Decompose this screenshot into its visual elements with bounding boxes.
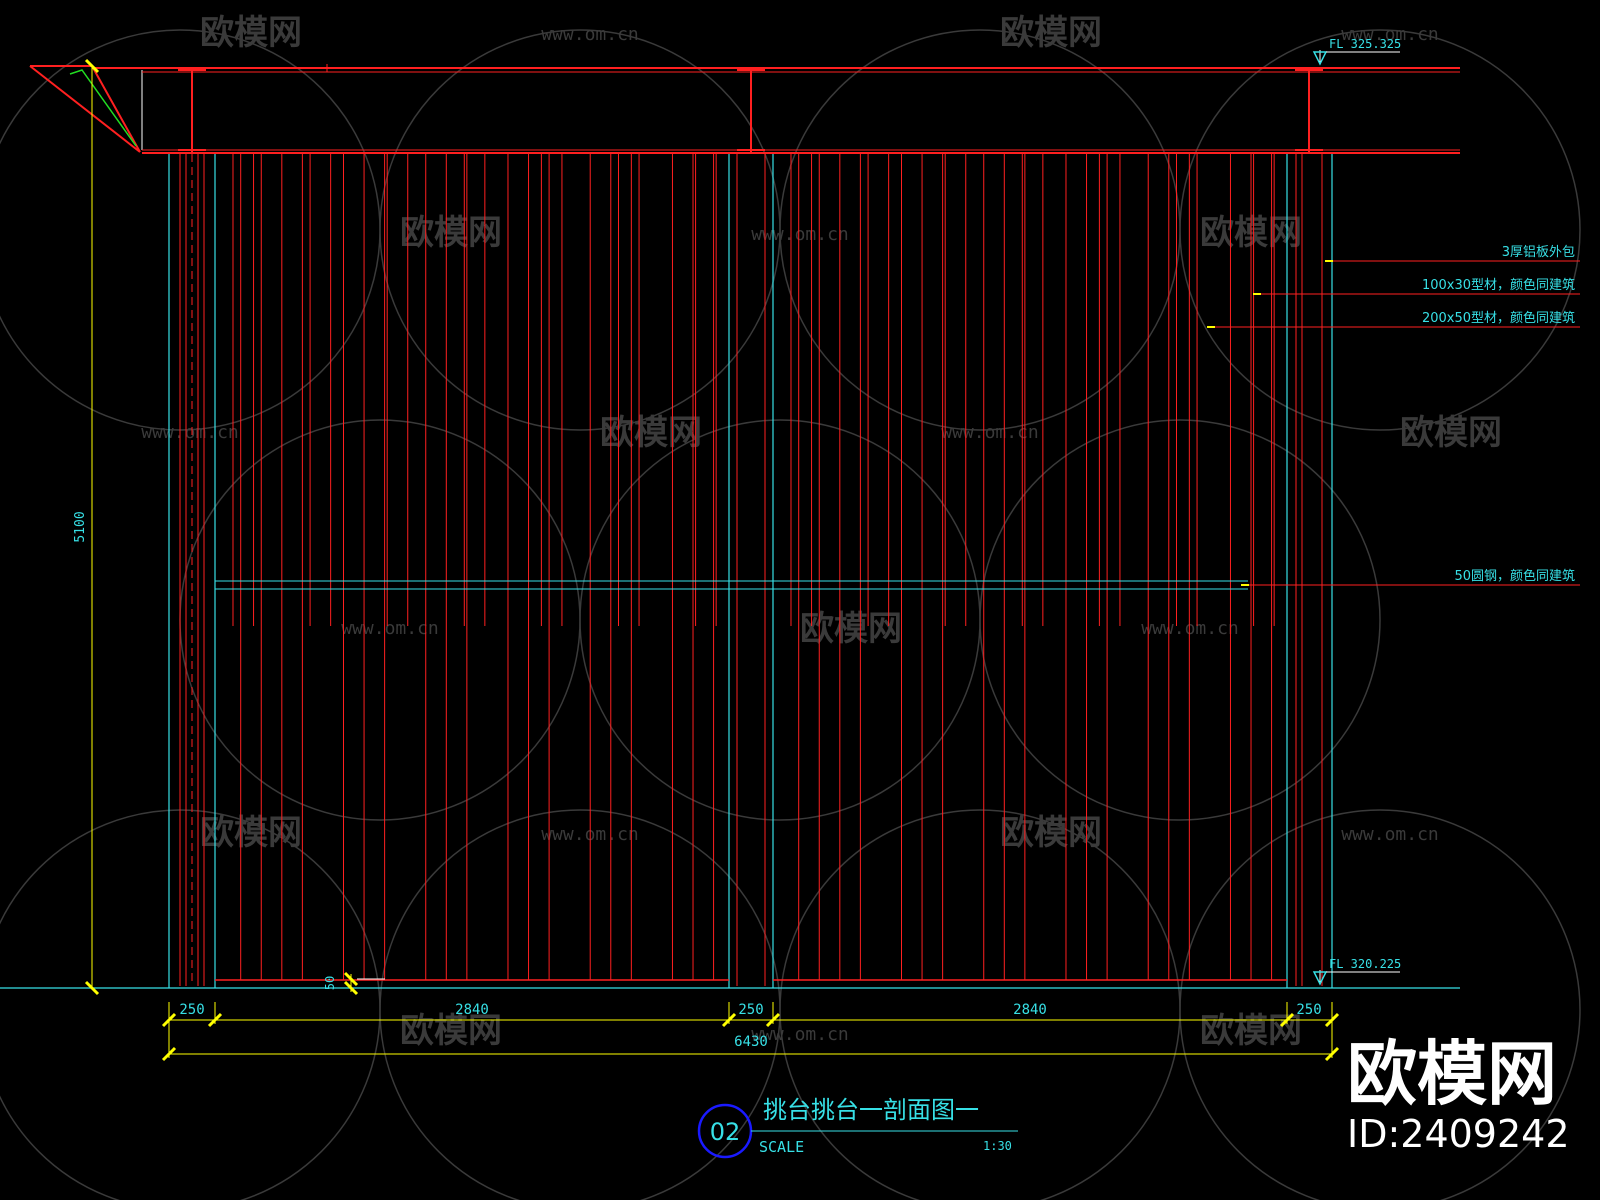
dim-segment-4: 2840 <box>1013 1002 1047 1018</box>
brand-overlay: 欧模网 ID:2409242 <box>1347 1033 1570 1156</box>
watermark-url: www.om.cn <box>141 422 239 443</box>
height-dimension: 5100 <box>73 58 100 996</box>
drawing-title: 挑台挑台一剖面图一 <box>763 1096 979 1124</box>
column-outlines <box>168 154 1333 988</box>
dim-segment-5: 250 <box>1296 1002 1321 1018</box>
leader-4: 50圆钢，颜色同建筑 <box>1241 568 1580 586</box>
level-bottom-label: FL 320.225 <box>1329 957 1401 971</box>
level-marker-bottom: FL 320.225 <box>1312 957 1401 986</box>
dim-segment-3: 250 <box>738 1002 763 1018</box>
vertical-slats <box>179 154 1323 986</box>
watermark-url: www.om.cn <box>1341 824 1439 845</box>
watermark-logo: 欧模网 <box>1000 13 1102 53</box>
drawing-number: 02 <box>710 1118 741 1146</box>
annotation-profile-200x50: 200x50型材，颜色同建筑 <box>1422 310 1575 326</box>
watermark-logo: 欧模网 <box>200 813 302 853</box>
brand-id-text: ID:2409242 <box>1347 1112 1570 1156</box>
watermark-url: www.om.cn <box>341 618 439 639</box>
watermark-url: www.om.cn <box>751 224 849 245</box>
watermark-layer: 欧模网欧模网欧模网欧模网欧模网欧模网欧模网欧模网欧模网欧模网欧模网www.om.… <box>0 13 1581 1200</box>
watermark-ring <box>979 419 1381 821</box>
watermark-ring <box>579 419 981 821</box>
gap-dimension: 50 <box>323 971 385 996</box>
watermark-logo: 欧模网 <box>1200 1011 1302 1051</box>
beam-post-left <box>178 68 206 152</box>
level-top-label: FL 325.325 <box>1329 37 1401 51</box>
watermark-logo: 欧模网 <box>1400 413 1502 453</box>
watermark-url: www.om.cn <box>1341 24 1439 45</box>
dim-segment-2: 2840 <box>455 1002 489 1018</box>
watermark-url: www.om.cn <box>941 422 1039 443</box>
round-steel-bar <box>215 580 1248 590</box>
gap-dimension-label: 50 <box>323 976 337 990</box>
watermark-ring <box>0 29 381 431</box>
dim-total: 6430 <box>734 1034 768 1050</box>
annotation-aluminum-cladding: 3厚铝板外包 <box>1502 245 1575 260</box>
top-beam <box>29 64 1460 154</box>
scale-value: 1:30 <box>983 1139 1012 1153</box>
leader-2: 100x30型材，颜色同建筑 <box>1253 277 1580 295</box>
annotation-round-steel: 50圆钢，颜色同建筑 <box>1454 568 1575 584</box>
watermark-logo: 欧模网 <box>600 413 702 453</box>
leader-3: 200x50型材，颜色同建筑 <box>1207 310 1580 328</box>
leader-1: 3厚铝板外包 <box>1325 245 1580 262</box>
watermark-ring <box>1179 29 1581 431</box>
watermark-ring <box>1179 809 1581 1200</box>
watermark-logo: 欧模网 <box>800 609 902 649</box>
watermark-logo: 欧模网 <box>400 213 502 253</box>
watermark-logo: 欧模网 <box>1000 813 1102 853</box>
level-marker-top: FL 325.325 <box>1312 37 1401 66</box>
dim-segment-1: 250 <box>179 1002 204 1018</box>
horizontal-dimensions: 250 2840 250 2840 250 6430 <box>161 1002 1340 1062</box>
beam-bevel-lower <box>29 65 141 153</box>
leader-annotations: 3厚铝板外包 100x30型材，颜色同建筑 200x50型材，颜色同建筑 50圆… <box>1207 245 1580 586</box>
scale-label: SCALE <box>759 1138 804 1156</box>
watermark-logo: 欧模网 <box>200 13 302 53</box>
watermark-url: www.om.cn <box>541 24 639 45</box>
watermark-url: www.om.cn <box>751 1024 849 1045</box>
brand-logo-text: 欧模网 <box>1347 1033 1557 1115</box>
beam-bevel-green <box>69 69 137 147</box>
beam-post-middle <box>737 68 765 152</box>
beam-post-right <box>1295 68 1323 152</box>
title-block: 02 挑台挑台一剖面图一 SCALE 1:30 <box>697 1096 1018 1159</box>
annotation-profile-100x30: 100x30型材，颜色同建筑 <box>1422 277 1575 293</box>
watermark-url: www.om.cn <box>1141 618 1239 639</box>
height-dimension-label: 5100 <box>73 511 88 542</box>
watermark-logo: 欧模网 <box>400 1011 502 1051</box>
